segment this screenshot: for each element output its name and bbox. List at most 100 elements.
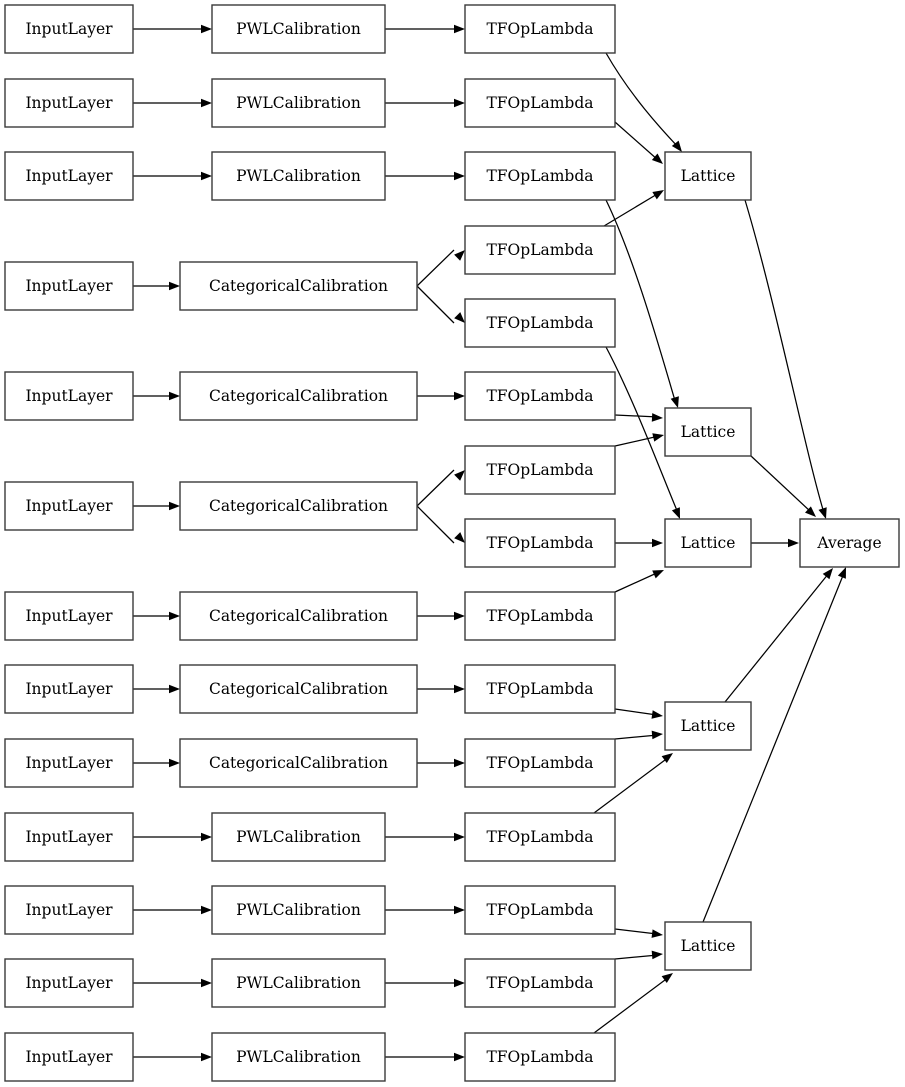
- node-box[interactable]: [211, 1032, 386, 1082]
- node-box[interactable]: [464, 371, 616, 421]
- node-box[interactable]: [211, 4, 386, 54]
- arrowhead-icon: [169, 501, 180, 511]
- node-label: PWLCalibration: [236, 901, 361, 919]
- node-in2[interactable]: InputLayer: [4, 78, 134, 128]
- node-box[interactable]: [4, 738, 134, 788]
- node-lam1[interactable]: TFOpLambda: [464, 4, 616, 54]
- node-lam2[interactable]: TFOpLambda: [464, 78, 616, 128]
- node-box[interactable]: [464, 738, 616, 788]
- node-box[interactable]: [464, 4, 616, 54]
- node-box[interactable]: [4, 591, 134, 641]
- node-box[interactable]: [464, 518, 616, 568]
- node-box[interactable]: [464, 591, 616, 641]
- node-box[interactable]: [4, 78, 134, 128]
- node-cal2[interactable]: PWLCalibration: [211, 78, 386, 128]
- node-in1[interactable]: InputLayer: [4, 4, 134, 54]
- node-box[interactable]: [179, 371, 418, 421]
- node-lam5[interactable]: TFOpLambda: [464, 298, 616, 348]
- node-box[interactable]: [211, 812, 386, 862]
- node-box[interactable]: [664, 518, 752, 568]
- node-box[interactable]: [664, 701, 752, 751]
- node-lat2[interactable]: Lattice: [664, 407, 752, 457]
- node-cal7[interactable]: CategoricalCalibration: [179, 591, 418, 641]
- node-cal1[interactable]: PWLCalibration: [211, 4, 386, 54]
- node-box[interactable]: [464, 151, 616, 201]
- node-cal10[interactable]: PWLCalibration: [211, 812, 386, 862]
- node-box[interactable]: [464, 885, 616, 935]
- node-in12[interactable]: InputLayer: [4, 958, 134, 1008]
- node-box[interactable]: [179, 738, 418, 788]
- node-in11[interactable]: InputLayer: [4, 885, 134, 935]
- node-lam13[interactable]: TFOpLambda: [464, 885, 616, 935]
- node-box[interactable]: [179, 664, 418, 714]
- node-label: InputLayer: [25, 1048, 113, 1066]
- node-in4[interactable]: InputLayer: [4, 261, 134, 311]
- node-label: InputLayer: [25, 974, 113, 992]
- node-box[interactable]: [211, 151, 386, 201]
- node-lam12[interactable]: TFOpLambda: [464, 812, 616, 862]
- node-box[interactable]: [4, 151, 134, 201]
- node-box[interactable]: [4, 371, 134, 421]
- node-lam9[interactable]: TFOpLambda: [464, 591, 616, 641]
- node-box[interactable]: [211, 958, 386, 1008]
- node-lam8[interactable]: TFOpLambda: [464, 518, 616, 568]
- node-lam15[interactable]: TFOpLambda: [464, 1032, 616, 1082]
- node-in5[interactable]: InputLayer: [4, 371, 134, 421]
- node-in6[interactable]: InputLayer: [4, 481, 134, 531]
- node-box[interactable]: [4, 481, 134, 531]
- node-cal13[interactable]: PWLCalibration: [211, 1032, 386, 1082]
- node-box[interactable]: [4, 812, 134, 862]
- node-cal3[interactable]: PWLCalibration: [211, 151, 386, 201]
- node-label: TFOpLambda: [486, 387, 593, 405]
- node-box[interactable]: [799, 518, 900, 568]
- node-in8[interactable]: InputLayer: [4, 664, 134, 714]
- node-box[interactable]: [464, 78, 616, 128]
- node-lam7[interactable]: TFOpLambda: [464, 445, 616, 495]
- node-lat1[interactable]: Lattice: [664, 151, 752, 201]
- node-cal9[interactable]: CategoricalCalibration: [179, 738, 418, 788]
- node-lam14[interactable]: TFOpLambda: [464, 958, 616, 1008]
- node-lam4[interactable]: TFOpLambda: [464, 225, 616, 275]
- node-box[interactable]: [464, 1032, 616, 1082]
- node-box[interactable]: [664, 407, 752, 457]
- edge-lam8-to-lat3: [615, 538, 663, 548]
- node-cal11[interactable]: PWLCalibration: [211, 885, 386, 935]
- node-cal6[interactable]: CategoricalCalibration: [179, 481, 418, 531]
- node-box[interactable]: [4, 885, 134, 935]
- node-box[interactable]: [464, 664, 616, 714]
- node-cal4[interactable]: CategoricalCalibration: [179, 261, 418, 311]
- node-box[interactable]: [179, 261, 418, 311]
- node-avg[interactable]: Average: [799, 518, 900, 568]
- node-cal8[interactable]: CategoricalCalibration: [179, 664, 418, 714]
- node-in3[interactable]: InputLayer: [4, 151, 134, 201]
- node-in7[interactable]: InputLayer: [4, 591, 134, 641]
- node-box[interactable]: [664, 151, 752, 201]
- node-box[interactable]: [211, 885, 386, 935]
- node-box[interactable]: [211, 78, 386, 128]
- node-lam6[interactable]: TFOpLambda: [464, 371, 616, 421]
- node-lat5[interactable]: Lattice: [664, 921, 752, 971]
- node-lam10[interactable]: TFOpLambda: [464, 664, 616, 714]
- node-box[interactable]: [4, 261, 134, 311]
- node-box[interactable]: [664, 921, 752, 971]
- node-box[interactable]: [464, 445, 616, 495]
- node-box[interactable]: [464, 812, 616, 862]
- node-cal12[interactable]: PWLCalibration: [211, 958, 386, 1008]
- node-box[interactable]: [4, 1032, 134, 1082]
- node-box[interactable]: [179, 591, 418, 641]
- node-box[interactable]: [4, 664, 134, 714]
- node-lam11[interactable]: TFOpLambda: [464, 738, 616, 788]
- node-in13[interactable]: InputLayer: [4, 1032, 134, 1082]
- node-lam3[interactable]: TFOpLambda: [464, 151, 616, 201]
- node-in9[interactable]: InputLayer: [4, 738, 134, 788]
- node-box[interactable]: [464, 958, 616, 1008]
- node-lat4[interactable]: Lattice: [664, 701, 752, 751]
- node-box[interactable]: [4, 4, 134, 54]
- node-lat3[interactable]: Lattice: [664, 518, 752, 568]
- node-box[interactable]: [464, 298, 616, 348]
- node-cal5[interactable]: CategoricalCalibration: [179, 371, 418, 421]
- node-in10[interactable]: InputLayer: [4, 812, 134, 862]
- node-box[interactable]: [179, 481, 418, 531]
- node-box[interactable]: [464, 225, 616, 275]
- node-box[interactable]: [4, 958, 134, 1008]
